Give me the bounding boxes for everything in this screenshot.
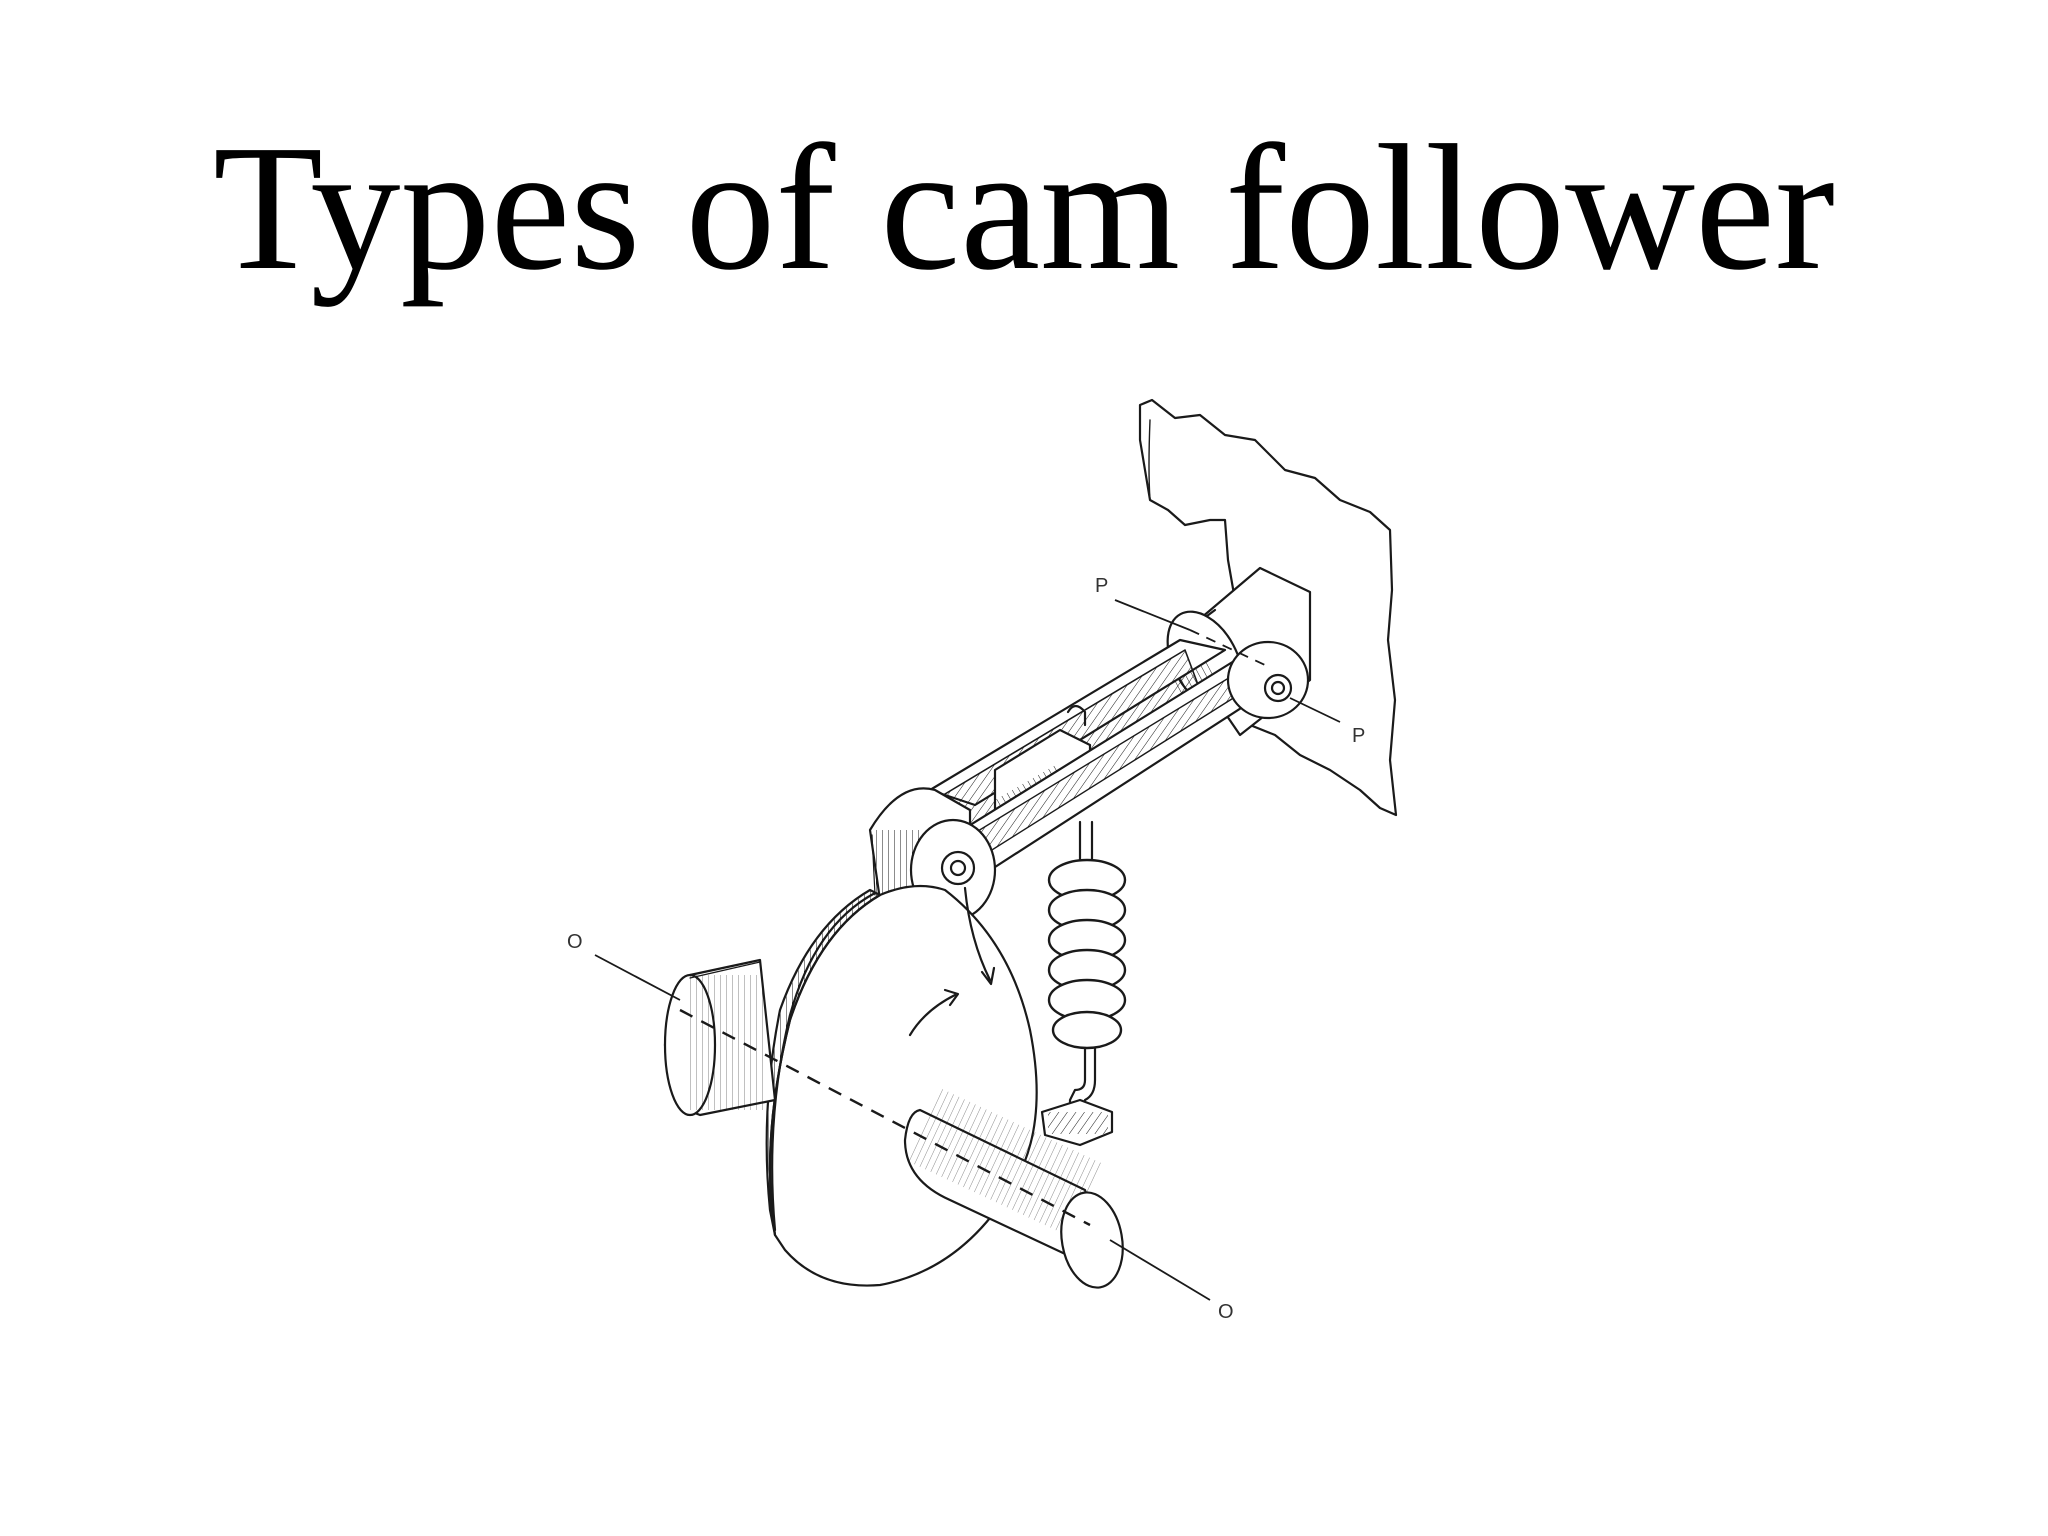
cam-axis-line (594, 954, 681, 1001)
compression-spring (1047, 858, 1127, 1050)
cam-rim (765, 888, 882, 1237)
pivot-axis-label-left: P (1095, 575, 1108, 597)
cam-rotation-arrow (908, 993, 957, 1037)
follower-motion-arrow (963, 886, 992, 982)
cam-axis-label-left: O (567, 931, 583, 953)
pivot-axis-line (1114, 599, 1191, 631)
slide-title: Types of cam follower (213, 108, 1835, 307)
shaft-end (1060, 1191, 1124, 1289)
cam-disc (768, 884, 1038, 1287)
spring-hook (1068, 1046, 1087, 1122)
cam-axis-label-right: O (1218, 1301, 1234, 1323)
pivot-axis-label-right: P (1352, 725, 1365, 747)
